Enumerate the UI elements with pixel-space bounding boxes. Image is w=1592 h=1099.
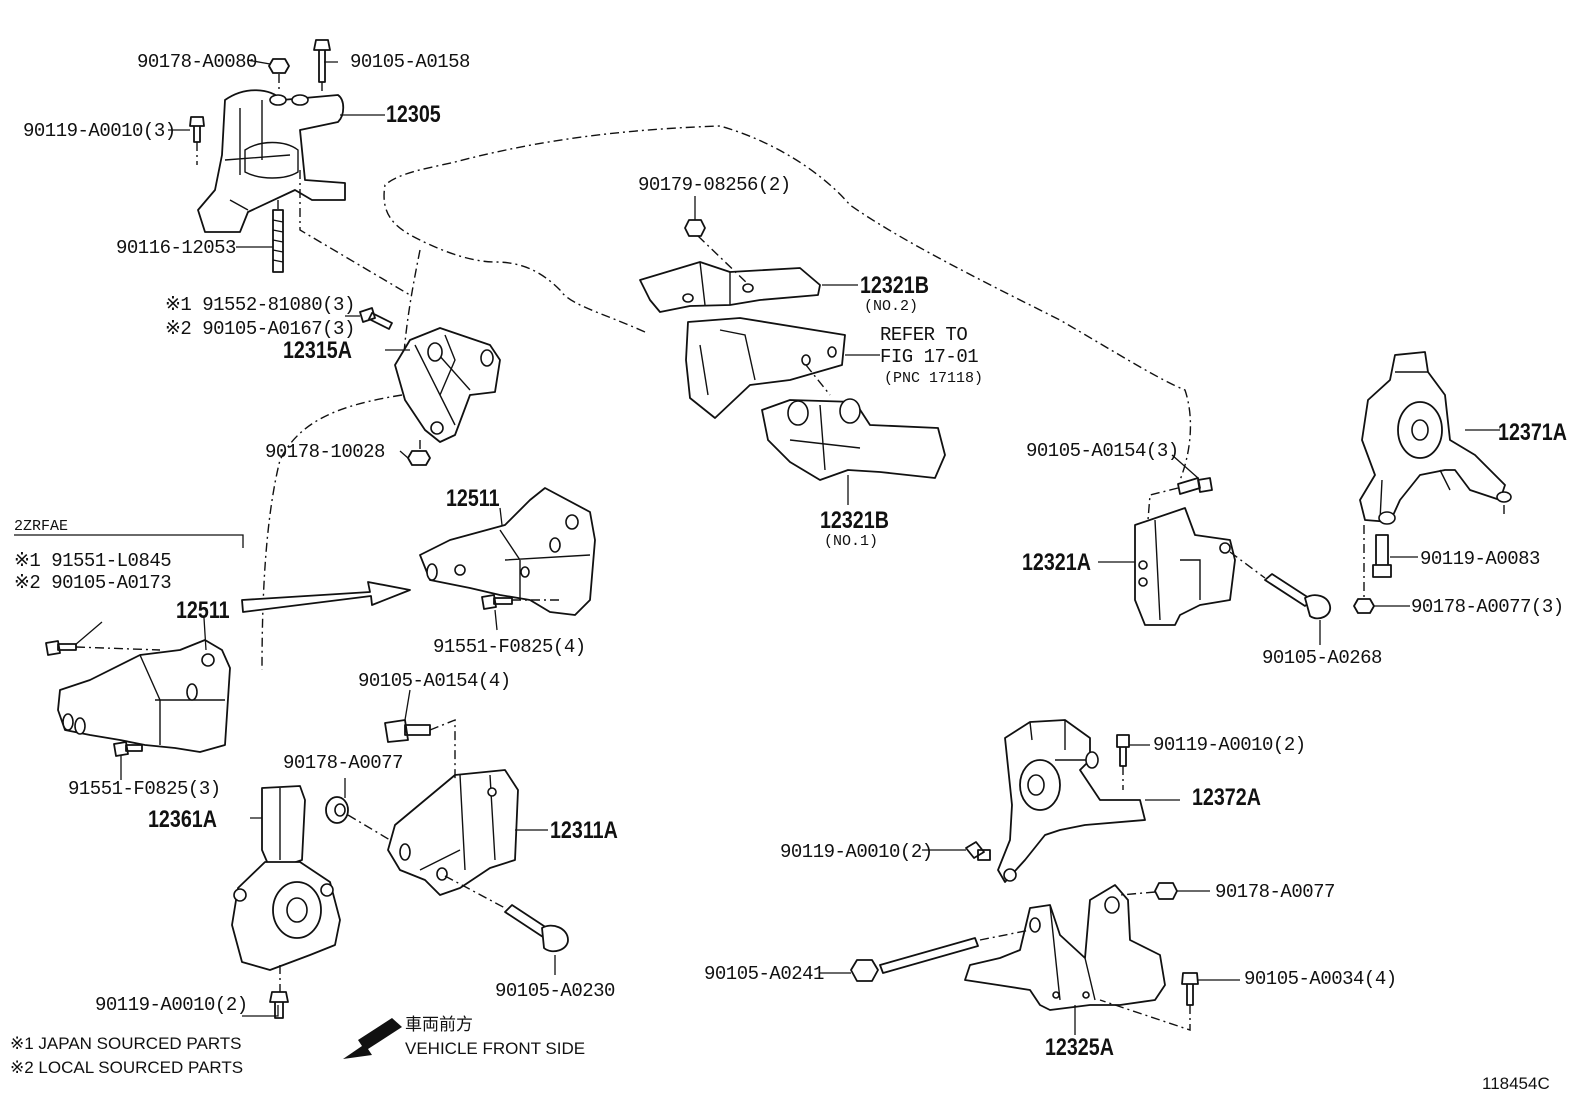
legend-japan-sourced: ※1 JAPAN SOURCED PARTS [10, 1034, 242, 1053]
label-12321A: 12321A [1022, 548, 1091, 575]
bracket-12321A [1134, 477, 1331, 626]
bracket-12311A [325, 718, 569, 953]
label-90105-A0158: 90105-A0158 [350, 51, 470, 73]
label-91552-81080: ※1 91552-81080(3) [165, 294, 355, 316]
label-12321B-no2: 12321B [860, 271, 929, 298]
label-90119-A0010-3: 90119-A0010(3) [23, 120, 176, 142]
label-front-jp: 車両前方 [405, 1015, 473, 1034]
label-12361A: 12361A [148, 805, 217, 832]
label-91551-F0825-4: 91551-F0825(4) [433, 636, 586, 658]
label-fig-17-01: FIG 17-01 [880, 346, 978, 368]
direction-arrow [241, 581, 411, 613]
bracket-12325A [850, 882, 1199, 1031]
mount-12361A [231, 785, 341, 1019]
leader-lines [14, 59, 1500, 1035]
label-90119-A0010-2-r2: 90119-A0010(2) [780, 841, 933, 863]
label-no1: (NO.1) [824, 533, 878, 550]
bracket-12321B-no2 [639, 219, 846, 419]
bracket-12315A [359, 307, 501, 466]
mount-12372A [965, 719, 1146, 883]
label-90105-A0173: ※2 90105-A0173 [14, 572, 171, 594]
label-12372A: 12372A [1192, 783, 1261, 810]
label-90105-A0034: 90105-A0034(4) [1244, 968, 1397, 990]
legend-local-sourced: ※2 LOCAL SOURCED PARTS [10, 1058, 243, 1077]
bracket-12511-top [419, 487, 596, 616]
label-90105-A0167: ※2 90105-A0167(3) [165, 318, 355, 340]
label-90178-A0077-r: 90178-A0077 [1215, 881, 1335, 903]
label-90116-12053: 90116-12053 [116, 237, 236, 259]
label-90105-A0230: 90105-A0230 [495, 980, 615, 1002]
label-90178-A0077-3: 90178-A0077(3) [1411, 596, 1564, 618]
label-90105-A0241: 90105-A0241 [704, 963, 824, 985]
label-12311A: 12311A [550, 816, 618, 843]
label-12325A: 12325A [1045, 1033, 1114, 1060]
label-ref-code: 118454C [1482, 1074, 1550, 1093]
label-91551-L0845: ※1 91551-L0845 [14, 550, 171, 572]
label-12371A: 12371A [1498, 418, 1567, 445]
label-90119-A0083: 90119-A0083 [1420, 548, 1540, 570]
label-12321B-no1: 12321B [820, 506, 889, 533]
label-engine-code: 2ZRFAE [14, 518, 68, 535]
label-90105-A0154-4: 90105-A0154(4) [358, 670, 511, 692]
label-front-en: VEHICLE FRONT SIDE [405, 1039, 585, 1058]
bracket-12321B-no1 [761, 398, 946, 481]
mount-12371A [1353, 351, 1512, 614]
label-12511-left: 12511 [176, 596, 230, 623]
label-90105-A0268: 90105-A0268 [1262, 647, 1382, 669]
label-90178-A0080: 90178-A0080 [137, 51, 257, 73]
label-90119-A0010-2-left: 90119-A0010(2) [95, 994, 248, 1016]
label-90178-A0077-mid: 90178-A0077 [283, 752, 403, 774]
label-12511-top: 12511 [446, 484, 500, 511]
bracket-12511-left [45, 639, 231, 757]
label-12315A: 12315A [283, 336, 352, 363]
part-labels: 90178-A0080 90105-A0158 90119-A0010(3) 1… [10, 51, 1567, 1093]
label-90179-08256: 90179-08256(2) [638, 174, 791, 196]
label-90178-10028: 90178-10028 [265, 441, 385, 463]
label-90105-A0154-3: 90105-A0154(3) [1026, 440, 1179, 462]
label-91551-F0825-3: 91551-F0825(3) [68, 778, 221, 800]
label-no2: (NO.2) [864, 298, 918, 315]
label-refer-to: REFER TO [880, 324, 967, 346]
mount-12305 [189, 39, 411, 296]
label-12305: 12305 [386, 100, 441, 127]
front-arrow-icon [343, 1018, 402, 1059]
label-pnc-17118: (PNC 17118) [884, 370, 983, 387]
label-90119-A0010-2-r1: 90119-A0010(2) [1153, 734, 1306, 756]
